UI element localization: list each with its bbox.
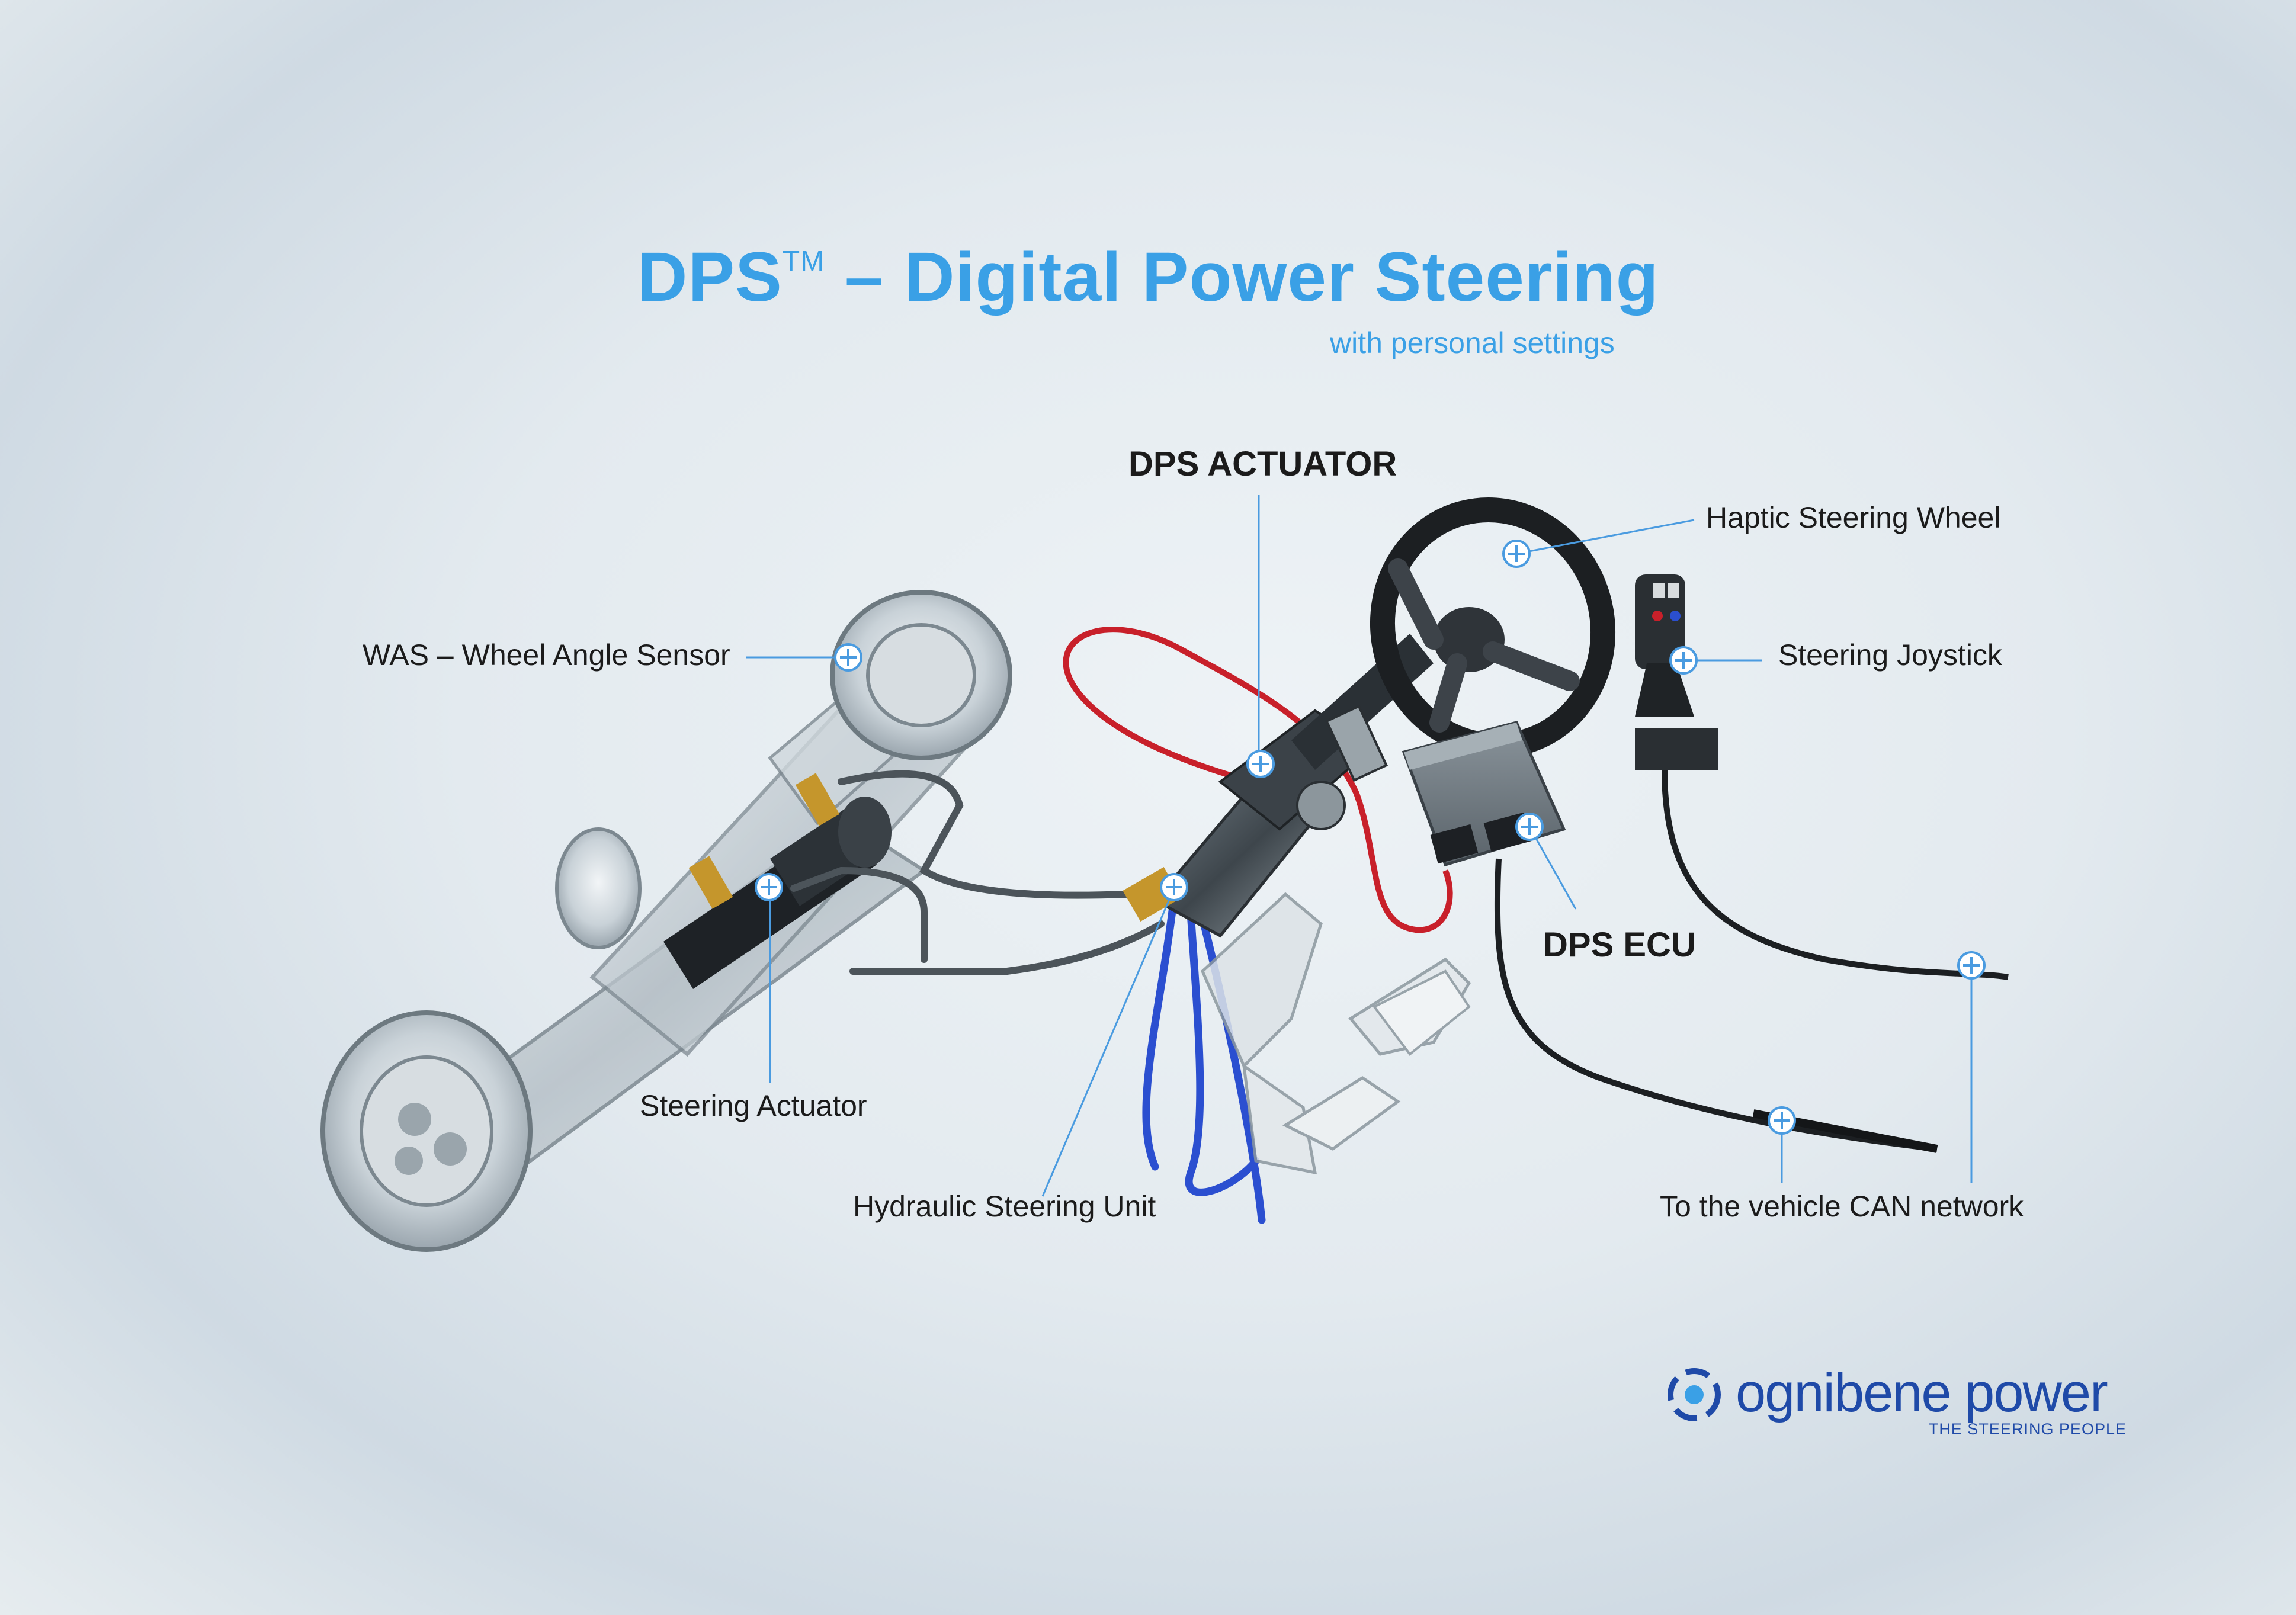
label-steering-actuator: Steering Actuator xyxy=(640,1089,867,1122)
label-joystick: Steering Joystick xyxy=(1778,638,2002,672)
trademark-mark: TM xyxy=(782,246,825,277)
joystick xyxy=(1635,574,2009,980)
ecu-can-cable xyxy=(1494,858,1938,1152)
marker-can-2 xyxy=(1957,951,1986,980)
callout-lines xyxy=(746,495,1973,1197)
marker-wheel xyxy=(1502,540,1531,568)
marker-actuator xyxy=(1246,750,1275,778)
actuator-column xyxy=(1123,634,1434,938)
label-can-network: To the vehicle CAN network xyxy=(1660,1190,2024,1223)
marker-was xyxy=(834,643,862,672)
label-was: WAS – Wheel Angle Sensor xyxy=(363,638,730,672)
axle-assembly xyxy=(320,590,1012,1252)
marker-hydraulic xyxy=(1160,873,1188,901)
brand-name: ognibene power xyxy=(1736,1363,2108,1423)
pedal-assembly xyxy=(1200,892,1471,1175)
page-title: DPSTM – Digital Power Steering xyxy=(637,238,1659,316)
brand-swirl-icon xyxy=(1668,1368,1721,1421)
marker-joystick xyxy=(1669,646,1698,675)
marker-can-1 xyxy=(1768,1106,1796,1135)
label-dps-actuator: DPS ACTUATOR xyxy=(1128,445,1397,483)
title-block: DPSTM – Digital Power Steering xyxy=(0,237,2296,317)
brand-tagline: THE STEERING PEOPLE xyxy=(1928,1420,2127,1438)
marker-ecu xyxy=(1515,813,1544,841)
red-cable xyxy=(1063,627,1453,933)
page-subtitle: with personal settings xyxy=(1330,326,1615,359)
label-haptic-wheel: Haptic Steering Wheel xyxy=(1706,501,2001,534)
label-dps-ecu: DPS ECU xyxy=(1543,926,1696,964)
callout-markers xyxy=(755,540,1986,1135)
label-hydraulic-unit: Hydraulic Steering Unit xyxy=(853,1190,1156,1223)
marker-steering-actuator xyxy=(755,873,783,901)
brand-logo: ognibene power THE STEERING PEOPLE xyxy=(1665,1362,2127,1445)
